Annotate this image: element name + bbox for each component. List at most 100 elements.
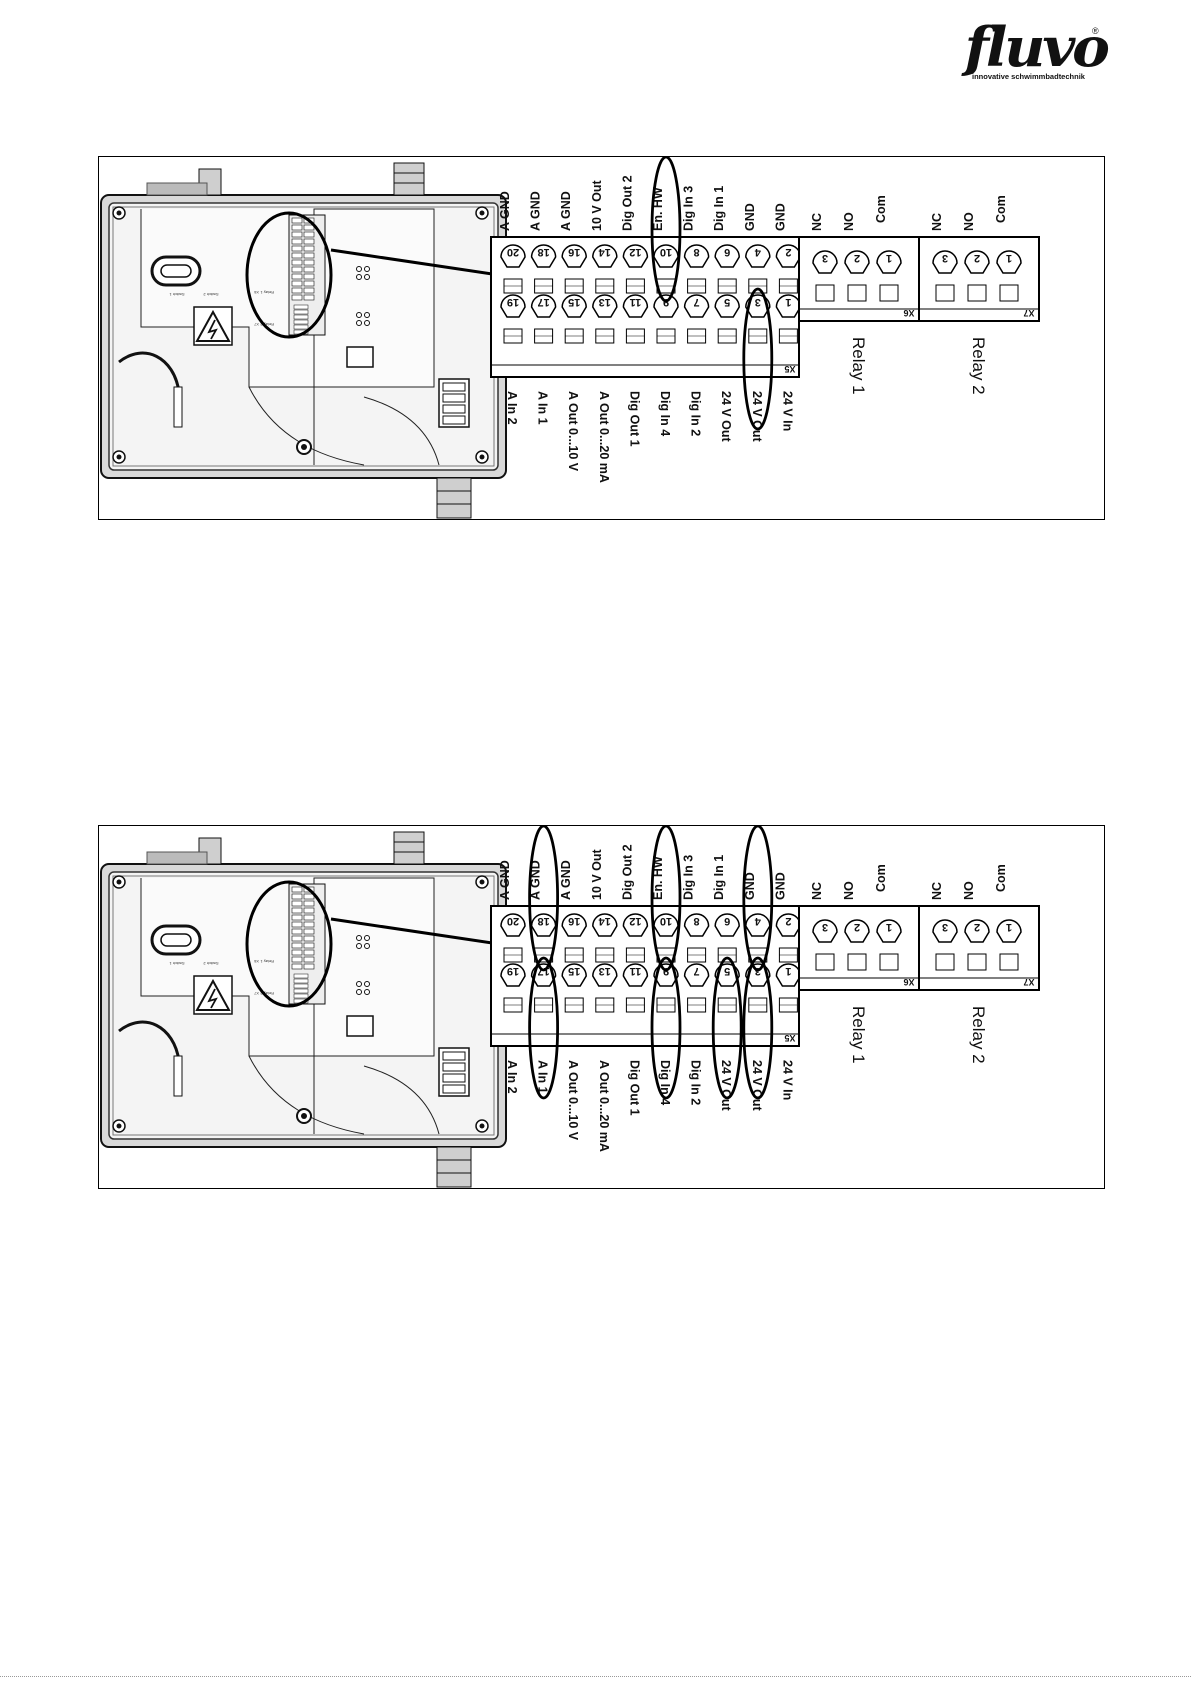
vent-slot-inner [160, 264, 192, 278]
terminal-clamp-icon [500, 244, 526, 268]
connector-pin-icon [442, 1051, 466, 1061]
relay-terminal-label: Com [874, 195, 888, 223]
terminal-label-lower: Dig In 2 [689, 391, 703, 436]
terminal-clamp-icon [500, 963, 526, 987]
terminal-label-upper: GND [773, 203, 787, 231]
terminal-number: 10 [660, 915, 672, 927]
lightning-bolt-icon [207, 988, 218, 1009]
terminal-number: 2 [785, 246, 791, 258]
lightning-bolt-icon [207, 319, 218, 340]
component-dot-icon [356, 320, 362, 326]
board-print-switch: Switch 2 [203, 292, 219, 297]
terminal-clamp-icon [622, 244, 649, 268]
mini-relay-terminal-icon [293, 973, 309, 979]
relay-terminal-label: NC [930, 213, 944, 231]
terminal-lower: 13 [592, 294, 618, 344]
relay-terminal-slot-icon [815, 284, 835, 302]
relay-terminal-slot-icon [935, 953, 955, 971]
relay-terminal-clamp-icon [932, 919, 958, 943]
terminal-number: 6 [724, 915, 730, 927]
mini-terminal-icon [303, 949, 315, 956]
highlight-ellipse-upper [650, 826, 682, 972]
terminal-upper: 20 [500, 244, 526, 294]
terminal-number: 4 [754, 915, 761, 927]
terminal-number: 7 [694, 965, 700, 977]
terminal-clamp-icon [500, 294, 526, 318]
mini-terminal-icon [303, 914, 315, 921]
terminal-clamp-icon [592, 913, 618, 937]
terminal-label-lower: A In 1 [536, 391, 550, 425]
relay-terminal-slot-icon [815, 953, 835, 971]
relay-terminal-clamp-icon [964, 250, 990, 274]
relay-title: Relay 1 [849, 337, 868, 395]
mini-relay-terminal-icon [293, 993, 309, 999]
component-dot-icon [364, 274, 370, 280]
mini-terminal-icon [303, 259, 315, 266]
terminal-label-upper: A GND [559, 860, 573, 900]
terminal-upper: 16 [561, 913, 587, 963]
cable-icon [118, 351, 181, 393]
connector-pin-icon [442, 404, 466, 414]
relay-title: Relay 2 [969, 337, 988, 395]
terminal-number: 10 [660, 246, 672, 258]
terminal-lower: 15 [561, 294, 587, 344]
mini-terminal-icon [291, 266, 303, 273]
board-terminal-strip [288, 883, 326, 1005]
relay-terminal-label: NO [842, 881, 856, 900]
terminal-clamp-icon [714, 294, 740, 318]
terminal-upper: 2 [775, 244, 802, 294]
terminal-label-lower: A In 1 [536, 1060, 550, 1094]
terminal-label-upper: GND [743, 872, 757, 900]
terminal-number: 15 [568, 296, 580, 308]
cable-end [173, 386, 183, 428]
terminal-number: 5 [724, 965, 730, 977]
terminal-upper: 18 [530, 244, 557, 294]
terminal-lower: 1 [775, 963, 802, 1013]
connector-pin-icon [442, 382, 466, 392]
highlight-markers [650, 157, 774, 431]
terminal-clamp-icon [500, 913, 526, 937]
terminal-number: 18 [537, 915, 549, 927]
terminal-number: 4 [754, 246, 761, 258]
corner-screw-center-icon [479, 210, 485, 216]
relay-block-body [798, 236, 920, 322]
mini-terminal-icon [291, 914, 303, 921]
terminal-clamp-icon [530, 294, 557, 318]
relay-terminal-slot-icon [847, 953, 867, 971]
terminal-clamp-icon [592, 963, 618, 987]
terminal-clamp-icon [683, 294, 710, 318]
mini-terminal-icon [303, 893, 315, 900]
mini-terminal-icon [303, 935, 315, 942]
mini-relay-terminal-icon [293, 314, 309, 320]
terminal-number: 8 [694, 915, 700, 927]
terminal-clamp-icon [622, 294, 649, 318]
component-dot-icon [356, 935, 362, 941]
mini-terminal-icon [291, 886, 303, 893]
terminal-label-upper: Dig Out 2 [620, 175, 634, 231]
terminal-lower: 3 [745, 294, 771, 344]
board-curve [363, 396, 440, 466]
connector-pin-icon [442, 1084, 466, 1094]
mini-relay-terminal-icon [293, 304, 309, 310]
board-print-relay: Relay 1 [260, 290, 274, 295]
highlight-ellipse-lower [742, 287, 774, 431]
relay-terminal-label: NC [810, 213, 824, 231]
terminal-clamp-icon [714, 963, 740, 987]
terminal-label-upper: A GND [498, 860, 512, 900]
relay-terminal-label: Com [874, 864, 888, 892]
relay-terminal-number: 1 [886, 252, 892, 264]
terminal-number: 20 [507, 246, 519, 258]
board-print-switch: Switch 2 [203, 961, 219, 966]
relay-terminal-number: 3 [822, 252, 828, 264]
terminal-label-upper: A GND [498, 191, 512, 231]
relay-terminal-number: 1 [1006, 921, 1012, 933]
relay-terminal-clamp-icon [844, 250, 870, 274]
mini-terminal-icon [291, 287, 303, 294]
relay-terminal-slot-icon [847, 284, 867, 302]
component-dot-icon [356, 989, 362, 995]
mini-terminal-icon [291, 238, 303, 245]
terminal-number: 6 [724, 246, 730, 258]
